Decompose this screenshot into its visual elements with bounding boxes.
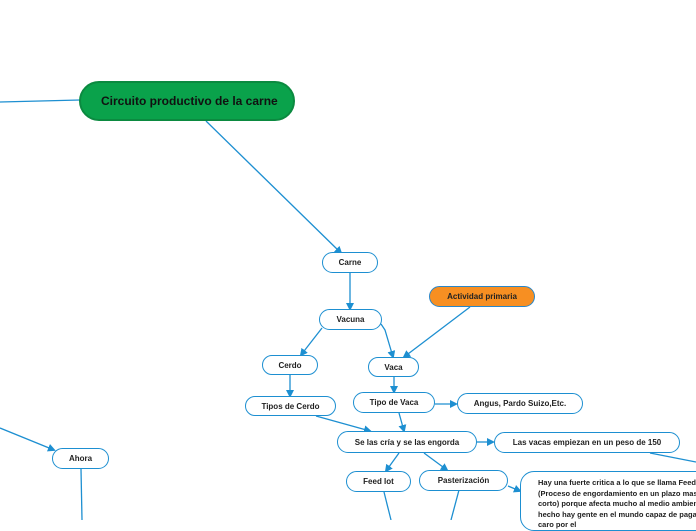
node-critica-feed-lot[interactable]: Hay una fuerte critica a lo que se llama… xyxy=(520,471,696,531)
connector-lines xyxy=(0,99,696,520)
link-offscreen-ahora xyxy=(0,427,56,452)
link-vacuna-cerdo xyxy=(299,327,323,357)
link-cria-pasteurizacion xyxy=(423,452,449,472)
node-carne[interactable]: Carne xyxy=(322,252,378,273)
link-vacuna-vaca xyxy=(380,323,396,359)
link-tiposcerdo-cria xyxy=(315,415,372,434)
link-pasteurizacion-down xyxy=(450,489,460,520)
node-peso-150[interactable]: Las vacas empiezan en un peso de 150 xyxy=(494,432,680,453)
node-actividad-primaria[interactable]: Actividad primaria xyxy=(429,286,535,307)
node-ahora[interactable]: Ahora xyxy=(52,448,109,469)
link-offscreen-root xyxy=(0,99,81,103)
link-root-carne xyxy=(205,120,343,255)
node-cria-engorda[interactable]: Se las cría y se las engorda xyxy=(337,431,477,453)
link-peso-offscreen xyxy=(649,452,696,463)
link-feedlot-down xyxy=(383,491,392,520)
node-vaca[interactable]: Vaca xyxy=(368,357,419,377)
node-vacuna[interactable]: Vacuna xyxy=(319,309,382,330)
link-pasteurizacion-critica xyxy=(507,485,522,493)
node-feed-lot[interactable]: Feed lot xyxy=(346,471,411,492)
link-ahora-down xyxy=(80,468,83,520)
link-cria-feedlot xyxy=(384,452,400,473)
node-pasteurizacion[interactable]: Pasterización xyxy=(419,470,508,491)
node-cerdo[interactable]: Cerdo xyxy=(262,355,318,375)
node-razas[interactable]: Angus, Pardo Suizo,Etc. xyxy=(457,393,583,414)
link-tipovaca-cria xyxy=(398,412,407,433)
node-tipos-cerdo[interactable]: Tipos de Cerdo xyxy=(245,396,336,416)
link-actividad-vaca xyxy=(402,306,471,359)
root-node[interactable]: Circuito productivo de la carne xyxy=(79,81,295,121)
node-tipo-vaca[interactable]: Tipo de Vaca xyxy=(353,392,435,413)
